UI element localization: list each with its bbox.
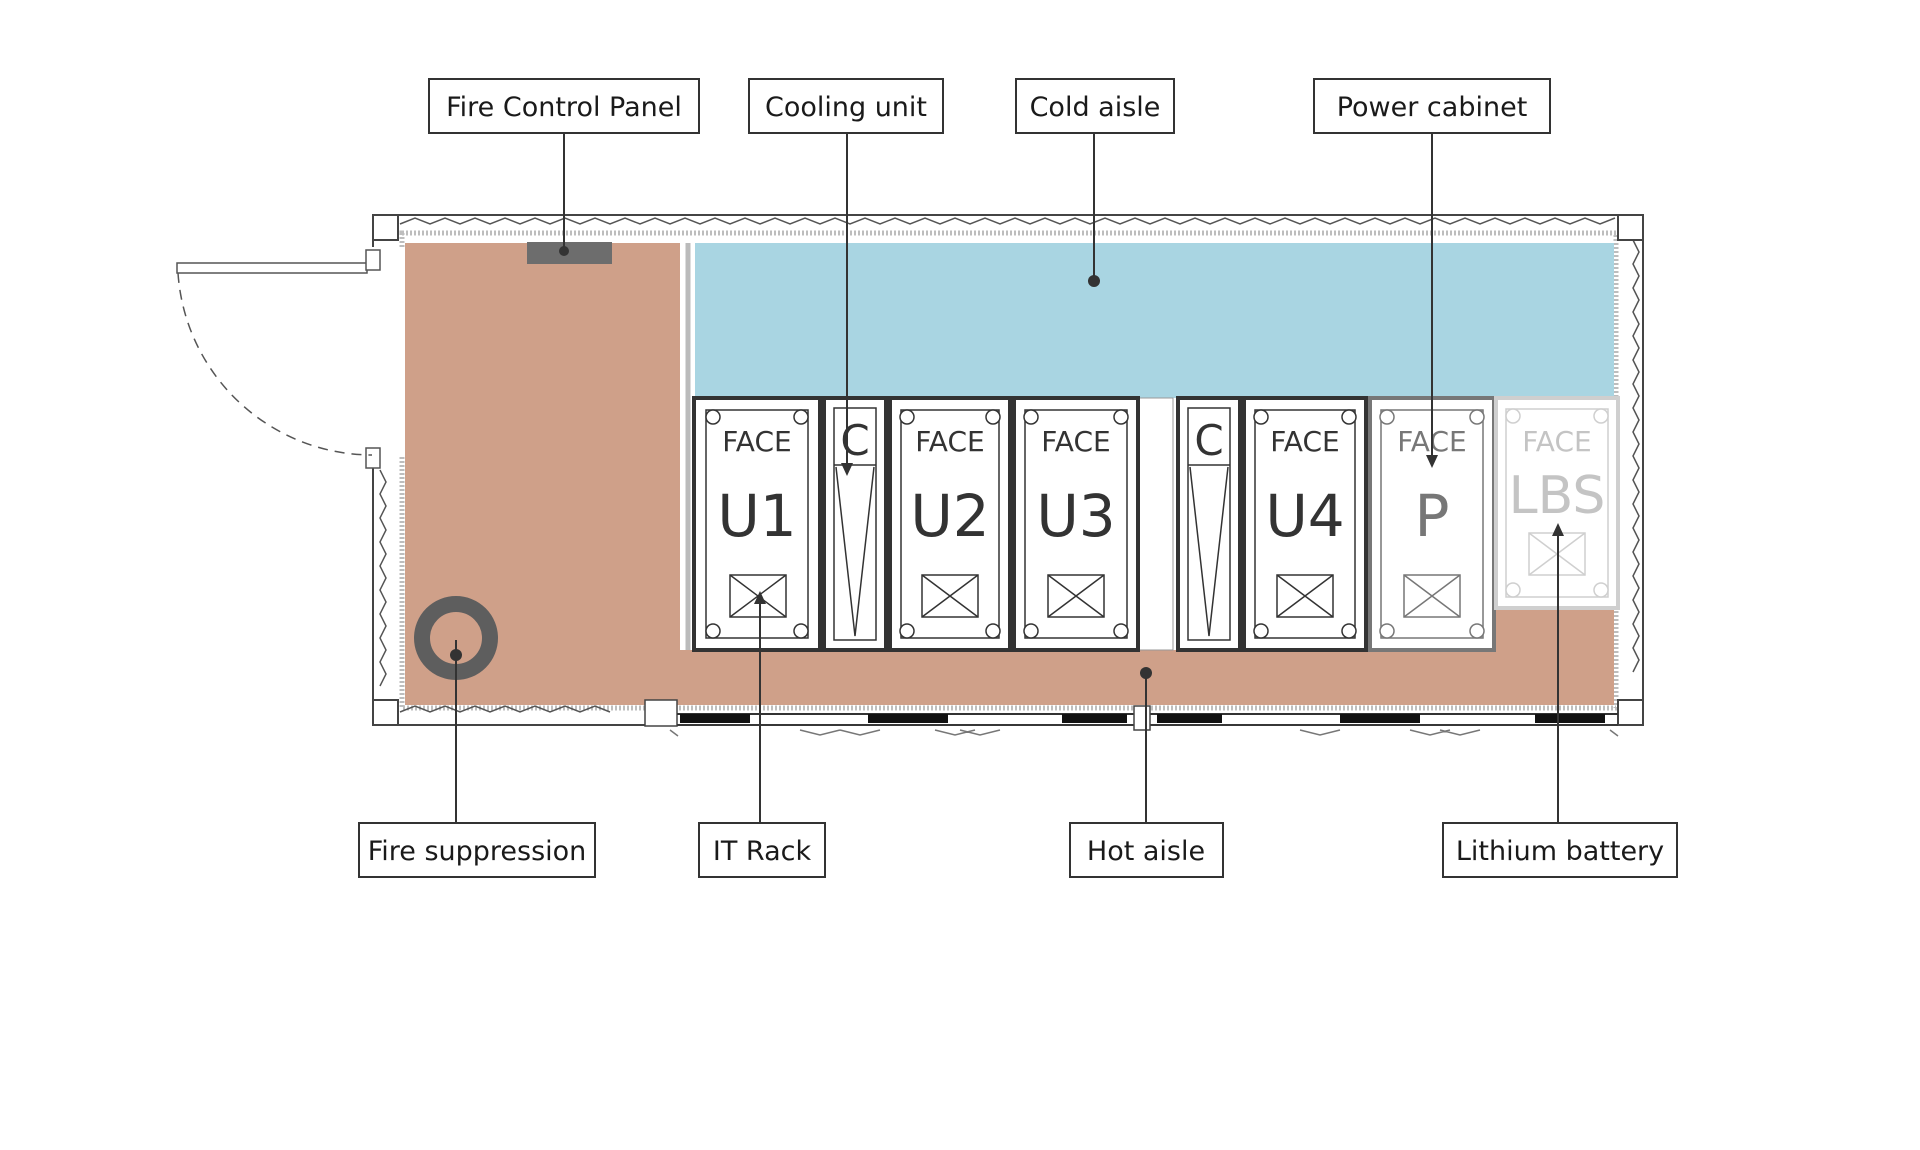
corrugation-right — [1632, 239, 1640, 673]
rack-u1-label: U1 — [717, 482, 796, 550]
door-hinge-bottom — [365, 447, 381, 469]
callout-label: Hot aisle — [1087, 836, 1205, 867]
callout-label: Fire suppression — [368, 836, 587, 867]
rack-cross-icon — [1047, 574, 1105, 618]
rack-face-label: FACE — [915, 425, 984, 458]
bottom-vent-1 — [680, 714, 750, 723]
callout-label: Lithium battery — [1456, 836, 1664, 867]
corner-post-bl — [372, 699, 399, 726]
leader-lines — [450, 133, 1564, 823]
bottom-mid-post — [1133, 705, 1151, 731]
bottom-vent-4 — [1157, 714, 1222, 723]
door-swing-icon — [177, 272, 373, 456]
callout-label: Cooling unit — [765, 92, 927, 123]
corrugation-top — [399, 217, 1616, 225]
door-leaf — [176, 262, 368, 274]
bottom-vent-5 — [1340, 714, 1420, 723]
cooling-unit-2-label: C — [1194, 416, 1223, 465]
door-hinge-top — [365, 249, 381, 271]
cooling-unit-1-label: C — [840, 416, 869, 465]
callout-cooling-unit: Cooling unit — [748, 78, 944, 134]
rack-face-label: FACE — [722, 425, 791, 458]
rack-face-label: FACE — [1522, 425, 1591, 458]
rack-face-label: FACE — [1270, 425, 1339, 458]
rack-cross-icon — [1276, 574, 1334, 618]
insulation-layer — [399, 230, 1619, 711]
callout-label: Fire Control Panel — [446, 92, 682, 123]
callout-hot-aisle: Hot aisle — [1069, 822, 1224, 878]
callout-label: Cold aisle — [1030, 92, 1161, 123]
rack-face-label: FACE — [1041, 425, 1110, 458]
rack-gap — [1136, 397, 1174, 651]
corner-post-tl — [372, 214, 399, 241]
rack-cross-icon — [921, 574, 979, 618]
rack-cross-icon — [1403, 574, 1461, 618]
fire-control-panel-unit — [527, 242, 612, 264]
callout-fire-suppression: Fire suppression — [358, 822, 596, 878]
power-cabinet-label: P — [1415, 482, 1450, 550]
floor-areas — [405, 243, 1614, 705]
callout-lithium-battery: Lithium battery — [1442, 822, 1678, 878]
rack-u3-label: U3 — [1036, 482, 1115, 550]
corrugation-left — [379, 469, 387, 687]
bottom-vent-2 — [868, 714, 948, 723]
rack-u2[interactable]: FACE U2 — [888, 396, 1012, 652]
floor-area — [405, 243, 1614, 705]
corner-post-tr — [1617, 214, 1644, 241]
callout-power-cabinet: Power cabinet — [1313, 78, 1551, 134]
callout-fire-control-panel: Fire Control Panel — [428, 78, 700, 134]
cold-aisle-area — [695, 243, 1614, 398]
cooling-unit-2[interactable]: C — [1176, 396, 1242, 652]
callout-it-rack: IT Rack — [698, 822, 826, 878]
callout-label: Power cabinet — [1337, 92, 1528, 123]
rack-u4[interactable]: FACE U4 — [1242, 396, 1368, 652]
callout-cold-aisle: Cold aisle — [1015, 78, 1175, 134]
door — [176, 247, 405, 469]
bottom-vent-6 — [1535, 714, 1605, 723]
bottom-wall-details — [644, 699, 1619, 737]
cooling-unit-1[interactable]: C — [822, 396, 888, 652]
bottom-post — [644, 699, 678, 727]
bottom-hinges — [669, 729, 1619, 737]
door-opening — [370, 247, 405, 457]
rack-u3[interactable]: FACE U3 — [1012, 396, 1140, 652]
lithium-battery-label: LBS — [1509, 466, 1606, 526]
rack-u2-label: U2 — [910, 482, 989, 550]
corrugation-bottom — [399, 705, 611, 713]
rack-u4-label: U4 — [1265, 482, 1344, 550]
rack-u1[interactable]: FACE U1 — [692, 396, 822, 652]
callout-label: IT Rack — [713, 836, 812, 867]
bottom-vent-3 — [1062, 714, 1127, 723]
corner-post-br — [1617, 699, 1644, 726]
